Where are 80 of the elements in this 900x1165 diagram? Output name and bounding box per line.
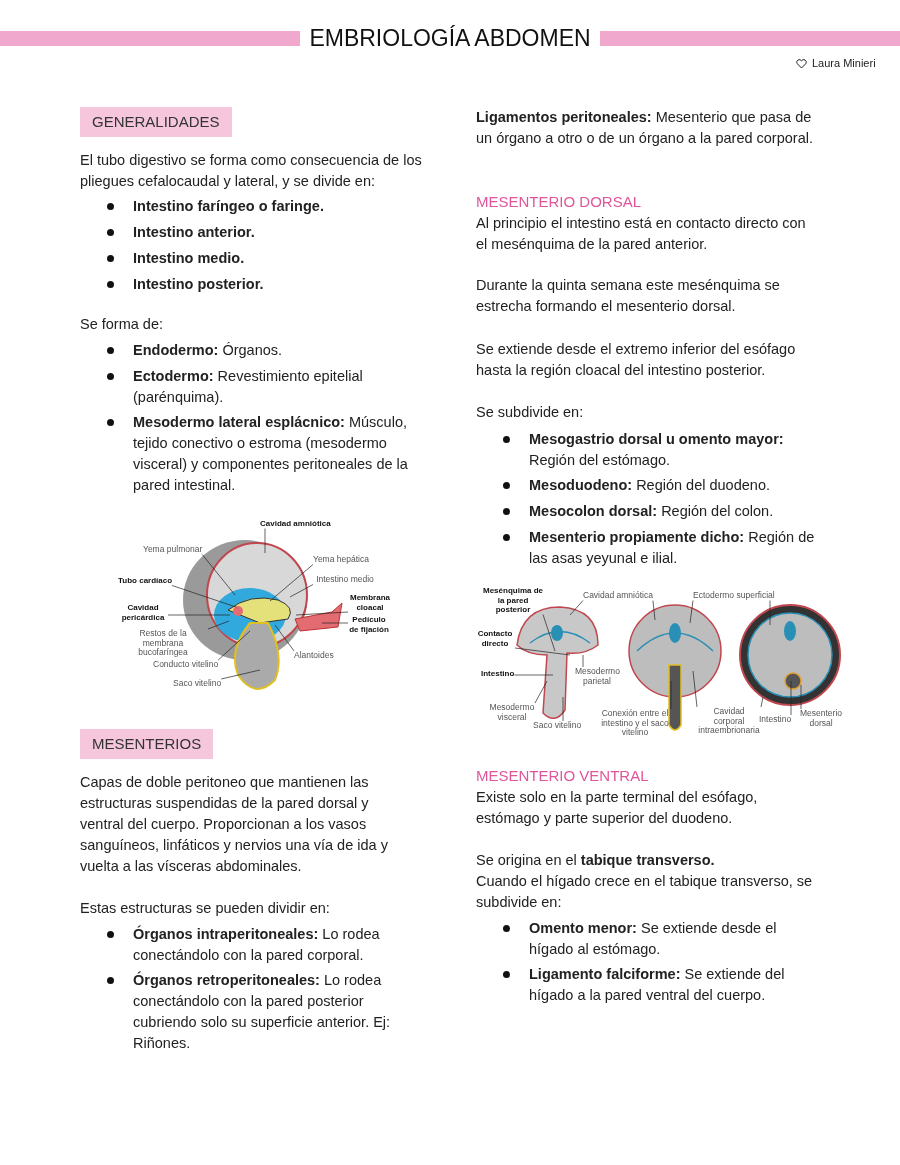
paragraph: Se extiende desde el extremo inferior del esófago hasta la región cloacal del intestino posterior. bbox=[476, 340, 797, 380]
paragraph: Cuando el hígado crece en el tabique transverso, se subdivide en: bbox=[476, 872, 814, 912]
figure-label: Intestino bbox=[759, 715, 792, 725]
list-item: Mesoduodeno: Región del duodeno. bbox=[529, 476, 771, 495]
leader-line bbox=[542, 614, 556, 652]
leader-line bbox=[670, 680, 672, 710]
list-item: Intestino anterior. bbox=[133, 223, 256, 242]
leader-line bbox=[562, 696, 564, 722]
leader-line bbox=[800, 684, 802, 710]
figure-label: Restos de la membrana bucofaríngea bbox=[118, 629, 208, 658]
leader-line bbox=[289, 584, 314, 598]
embryo-drawing bbox=[739, 604, 841, 706]
list-item: Ligamento falciforme: Se extiende del hígado a la pared ventral del cuerpo. bbox=[529, 965, 786, 1005]
leader-line bbox=[264, 528, 266, 554]
leader-line bbox=[582, 654, 584, 668]
figure-label: Tubo cardíaco bbox=[118, 576, 173, 586]
figure-label: Conducto vitelino bbox=[153, 660, 219, 670]
list-item: Intestino faríngeo o faringe. bbox=[133, 197, 325, 216]
figure-label: Intestino bbox=[481, 669, 515, 679]
section-label: MESENTERIOS bbox=[80, 729, 214, 759]
figure-label: Saco vitelino bbox=[533, 721, 582, 731]
list-item: Mesogastrio dorsal u omento mayor: Región del estómago. bbox=[529, 430, 785, 470]
figure-label: Alantoides bbox=[294, 651, 334, 661]
figure-label: Yema hepática bbox=[313, 555, 369, 565]
leader-line bbox=[652, 600, 656, 621]
leader-line bbox=[689, 600, 694, 624]
paragraph: Capas de doble peritoneo que mantienen las estructuras suspendidas de la pared dorsal y ventral del cuerpo. Proporcionan a los vasos sanguíneos, linfáticos y nervios una vía de ida y vuelta a las vísceras abdominales. bbox=[80, 773, 389, 876]
leader-line bbox=[769, 600, 771, 626]
figure-label: Ectodermo superficial bbox=[693, 591, 775, 601]
list-item: Órganos retroperitoneales: Lo rodea conectándolo con la pared posterior cubriendo solo su superficie anterior. Ej: Riñones. bbox=[133, 970, 392, 1053]
leader-line bbox=[217, 630, 251, 661]
paragraph: Existe solo en la parte terminal del esófago, estómago y parte superior del duodeno. bbox=[476, 788, 759, 828]
figure-label: Cavidad amniótica bbox=[583, 591, 653, 601]
paragraph: Se forma de: bbox=[80, 315, 164, 334]
paragraph: Estas estructuras se pueden dividir en: bbox=[80, 899, 331, 918]
figure-label: Yema pulmonar bbox=[143, 545, 203, 555]
list-item: Mesocolon dorsal: Región del colon. bbox=[529, 502, 775, 521]
leader-line bbox=[569, 600, 584, 616]
figure-label: Membrana cloacal bbox=[348, 593, 392, 612]
figure-label: Mesodermo visceral bbox=[489, 703, 535, 722]
figure-label: Intestino medio bbox=[313, 575, 377, 585]
author-name: Laura Minieri bbox=[812, 56, 876, 70]
leader-line bbox=[201, 554, 236, 596]
section-label: GENERALIDADES bbox=[80, 107, 232, 137]
leader-line bbox=[207, 620, 230, 630]
figure-label: Mesodermo parietal bbox=[575, 667, 619, 686]
section-heading: MESENTERIO VENTRAL bbox=[476, 766, 650, 786]
list-item: Ectodermo: Revestimiento epitelial (parénquima). bbox=[133, 367, 364, 407]
leader-line bbox=[295, 611, 349, 616]
paragraph: Se origina en el tabique transverso. bbox=[476, 851, 716, 870]
figure-label: Cavidad amniótica bbox=[260, 519, 331, 529]
list-item: Mesenterio propiamente dicho: Región de las asas yeyunal e ilial. bbox=[529, 528, 816, 568]
leader-line bbox=[790, 680, 792, 716]
list-item: Órganos intraperitoneales: Lo rodea conectándolo con la pared corporal. bbox=[133, 924, 381, 965]
figure-label: Cavidad corporal intraembrionaria bbox=[697, 707, 761, 736]
leader-line bbox=[514, 674, 554, 676]
paragraph: Al principio el intestino está en contacto directo con el mesénquima de la pared anterior. bbox=[476, 214, 807, 254]
leader-line bbox=[760, 696, 764, 708]
figure-label: Pedículo de fijación bbox=[348, 615, 390, 634]
paragraph: Se subdivide en: bbox=[476, 403, 585, 422]
figure-label: Mesénquima de la pared posterior bbox=[483, 586, 543, 615]
page-title: EMBRIOLOGÍA ABDOMEN bbox=[308, 24, 592, 53]
leader-line bbox=[269, 564, 314, 602]
paragraph: El tubo digestivo se forma como consecuencia de los pliegues cefalocaudal y lateral, y se divide en: bbox=[80, 151, 423, 191]
figure-label: Saco vitelino bbox=[173, 679, 222, 689]
list-item: Mesodermo lateral esplácnico: Músculo, tejido conectivo o estroma (mesodermo visceral) y componentes peritoneales de la pared intestinal. bbox=[133, 413, 409, 495]
list-item: Intestino medio. bbox=[133, 249, 246, 268]
leader-line bbox=[220, 669, 261, 680]
figure-label: Contacto directo bbox=[475, 629, 515, 648]
list-item: Omento menor: Se extiende desde el hígado al estómago. bbox=[529, 919, 778, 959]
leader-line bbox=[167, 614, 231, 616]
list-item: Intestino posterior. bbox=[133, 275, 265, 294]
list-item: Endodermo: Órganos. bbox=[133, 341, 284, 360]
paragraph: Durante la quinta semana este mesénquima se estrecha formando el mesenterio dorsal. bbox=[476, 276, 781, 316]
section-heading: MESENTERIO DORSAL bbox=[476, 192, 643, 212]
figure-label: Cavidad pericárdica bbox=[118, 603, 168, 622]
leader-line bbox=[321, 622, 349, 624]
paragraph: Ligamentos peritoneales: Mesenterio que pasa de un órgano a otro o de un órgano a la pared corporal. bbox=[476, 108, 814, 148]
leader-line bbox=[534, 680, 548, 704]
figure-label: Mesenterio dorsal bbox=[799, 709, 843, 728]
